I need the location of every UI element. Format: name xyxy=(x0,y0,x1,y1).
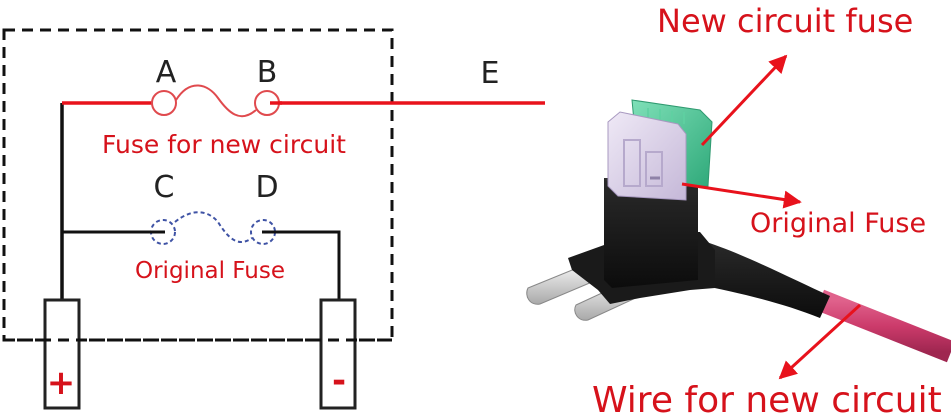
label-node-e: E xyxy=(481,56,500,91)
callout-wire-new-circuit: Wire for new circuit xyxy=(592,380,942,420)
terminal-a xyxy=(151,90,177,116)
label-node-b: B xyxy=(257,55,278,90)
callout-original-fuse: Original Fuse xyxy=(750,208,926,239)
fuse-tap-photo xyxy=(526,99,951,363)
original-fuse-caption: Original Fuse xyxy=(135,258,285,284)
label-node-a: A xyxy=(156,55,177,90)
new-circuit-wire xyxy=(815,289,951,363)
arrow-wire-new-circuit xyxy=(778,303,862,380)
fuse-box-outline xyxy=(2,28,394,342)
schematic: A B C D E Fuse for new circuit Original … xyxy=(2,28,545,410)
connector-boot xyxy=(700,240,830,318)
negative-sign: - xyxy=(332,361,346,401)
callout-new-circuit-fuse: New circuit fuse xyxy=(657,2,913,40)
new-circuit-fuse-symbol xyxy=(151,84,282,118)
positive-sign: + xyxy=(47,363,76,403)
callouts: New circuit fuse Original Fuse Wire for … xyxy=(592,2,942,420)
negative-terminal xyxy=(319,298,357,410)
arrow-new-circuit-fuse xyxy=(700,54,788,147)
connector-tower xyxy=(604,178,698,288)
new-fuse-caption: Fuse for new circuit xyxy=(102,130,346,159)
arrow-original-fuse xyxy=(681,182,802,209)
positive-terminal xyxy=(43,298,81,410)
fuse-link-original xyxy=(174,211,253,243)
label-node-c: C xyxy=(154,170,175,205)
label-node-d: D xyxy=(255,170,278,205)
original-fuse-symbol xyxy=(62,211,339,245)
fuse-link-new xyxy=(175,84,257,118)
